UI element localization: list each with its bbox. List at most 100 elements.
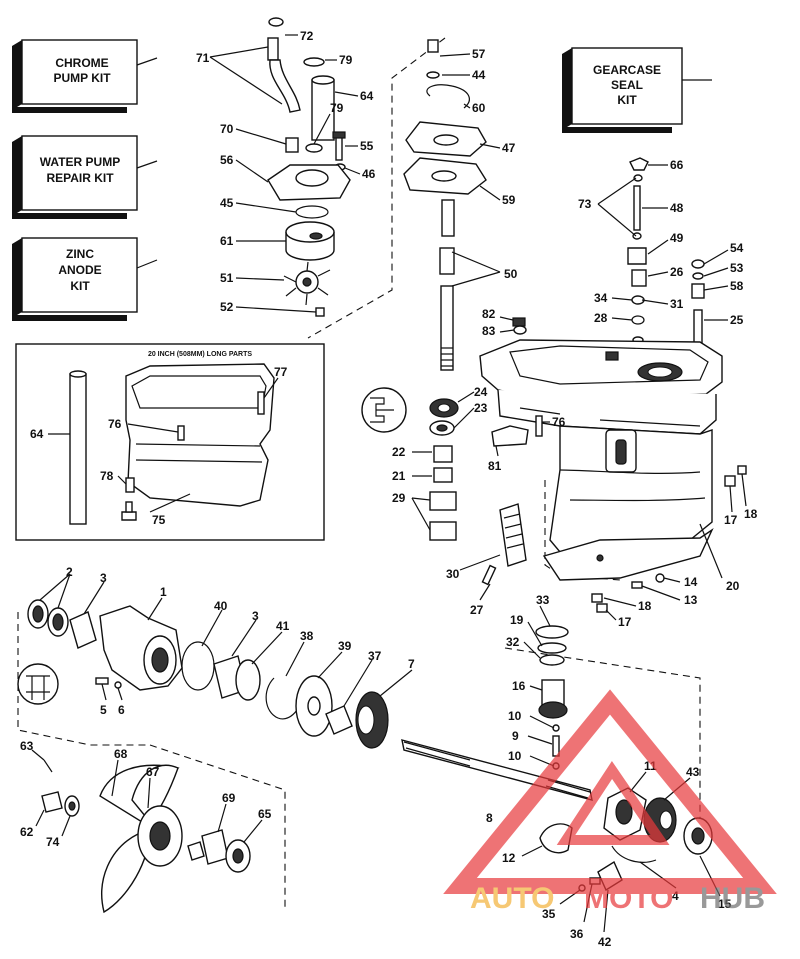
part-number-10-upper: 10 <box>508 709 522 723</box>
housing-leaders <box>411 391 747 621</box>
part-number-42: 42 <box>598 935 612 949</box>
water-pump-parts <box>267 17 351 317</box>
part-18-washer-lower <box>596 603 608 613</box>
part-51-impeller <box>283 261 331 306</box>
part-18-washer <box>737 465 747 475</box>
part-50-driveshaft-upper <box>441 199 455 237</box>
part-number-24: 24 <box>474 385 488 399</box>
part-number-7: 7 <box>408 657 415 671</box>
water-pump-kit-line1: WATER PUMP <box>40 155 120 169</box>
part-52-key <box>315 307 325 317</box>
chrome-pump-kit-line1: CHROME <box>55 56 108 70</box>
part-number-72: 72 <box>300 29 314 43</box>
part-82-screw <box>512 317 526 327</box>
part-number-55: 55 <box>360 139 374 153</box>
gearcase-housing <box>479 339 723 581</box>
part-64-long-water-tube <box>69 373 87 525</box>
part-number-73: 73 <box>578 197 592 211</box>
watermark-triangle <box>443 689 777 894</box>
part-26-bushing <box>631 269 647 287</box>
part-number-41: 41 <box>276 619 290 633</box>
part-68-propeller <box>99 764 183 914</box>
part-number-54: 54 <box>730 241 744 255</box>
part-number-2: 2 <box>66 565 73 579</box>
part-number-76-housing: 76 <box>552 415 566 429</box>
pump-group-dashed-boundary <box>307 37 446 339</box>
part-21-bearing <box>433 467 453 483</box>
zinc-anode-kit-box: ZINC ANODE KIT <box>12 237 158 321</box>
part-6-washer <box>114 681 122 689</box>
propeller-dashed-boundary <box>149 744 286 910</box>
part-20-upper-deck <box>479 339 723 399</box>
part-13-screw <box>631 581 643 589</box>
zinc-anode-kit-line2: ANODE <box>58 263 101 277</box>
part-22-bearing <box>433 445 453 463</box>
part-27-screw <box>481 564 497 586</box>
part-number-14: 14 <box>684 575 698 589</box>
part-number-8: 8 <box>486 811 493 825</box>
part-number-70: 70 <box>220 122 234 136</box>
part-number-1: 1 <box>160 585 167 599</box>
part-number-18-top: 18 <box>744 507 758 521</box>
part-number-16: 16 <box>512 679 526 693</box>
part-number-37: 37 <box>368 649 382 663</box>
part-number-23: 23 <box>474 401 488 415</box>
part-number-51: 51 <box>220 271 234 285</box>
part-14-washer <box>655 573 665 583</box>
gear-group-dashed-boundary <box>504 647 701 840</box>
part-number-78: 78 <box>100 469 114 483</box>
gearcase-seal-kit-line1: GEARCASE <box>593 63 661 77</box>
part-29-bearing-lower <box>429 521 457 541</box>
part-30-water-intake-grille <box>499 503 527 567</box>
part-number-79-lower: 79 <box>330 101 344 115</box>
part-number-45: 45 <box>220 196 234 210</box>
part-number-20: 20 <box>726 579 740 593</box>
zinc-anode-kit-line1: ZINC <box>66 247 94 261</box>
part-number-38: 38 <box>300 629 314 643</box>
part-number-68: 68 <box>114 747 128 761</box>
part-76-screw <box>535 415 543 437</box>
part-37-bushing <box>325 705 353 735</box>
long-parts-panel: 20 INCH (508MM) LONG PARTS <box>15 343 325 541</box>
part-44-washer <box>426 71 440 79</box>
gearcase-seal-kit-line2: SEAL <box>611 78 643 92</box>
part-number-76-long: 76 <box>108 417 122 431</box>
part-number-65: 65 <box>258 807 272 821</box>
water-pump-leaders <box>209 34 361 313</box>
part-number-60: 60 <box>472 101 486 115</box>
part-69-thrust-hub <box>201 829 229 865</box>
bearing-carrier-parts <box>17 599 389 749</box>
part-number-32: 32 <box>506 635 520 649</box>
part-number-63: 63 <box>20 739 34 753</box>
part-55-screw <box>335 135 343 161</box>
part-number-17-lower: 17 <box>618 615 632 629</box>
part-17-plug <box>724 475 736 487</box>
part-number-15: 15 <box>718 897 732 911</box>
part-40-o-ring <box>181 641 215 691</box>
part-number-71: 71 <box>196 51 210 65</box>
part-78-stud <box>125 477 135 493</box>
part-58-spacer <box>691 283 705 299</box>
part-number-53: 53 <box>730 261 744 275</box>
part-number-64-pump: 64 <box>360 89 374 103</box>
part-number-56: 56 <box>220 153 234 167</box>
bearing-carrier-leaders <box>39 573 413 707</box>
seal-detail-circle-lower <box>17 663 59 705</box>
part-62-nut <box>41 791 63 813</box>
part-71-tube-top <box>267 37 279 61</box>
part-number-82: 82 <box>482 307 496 321</box>
part-number-83: 83 <box>482 324 496 338</box>
watermark-inner-triangle <box>556 761 670 845</box>
part-number-5: 5 <box>100 703 107 717</box>
part-number-75: 75 <box>152 513 166 527</box>
part-19-thrust-bearing <box>537 642 567 654</box>
water-pump-repair-kit-box: WATER PUMP REPAIR KIT <box>12 135 158 219</box>
part-number-39: 39 <box>338 639 352 653</box>
prop-shaft-dashed-boundary <box>17 612 150 746</box>
part-76-screw-long <box>177 425 185 441</box>
part-number-19: 19 <box>510 613 524 627</box>
part-number-6: 6 <box>118 703 125 717</box>
part-number-27: 27 <box>470 603 484 617</box>
long-parts-leaders <box>48 377 279 513</box>
part-number-3-b: 3 <box>252 609 259 623</box>
